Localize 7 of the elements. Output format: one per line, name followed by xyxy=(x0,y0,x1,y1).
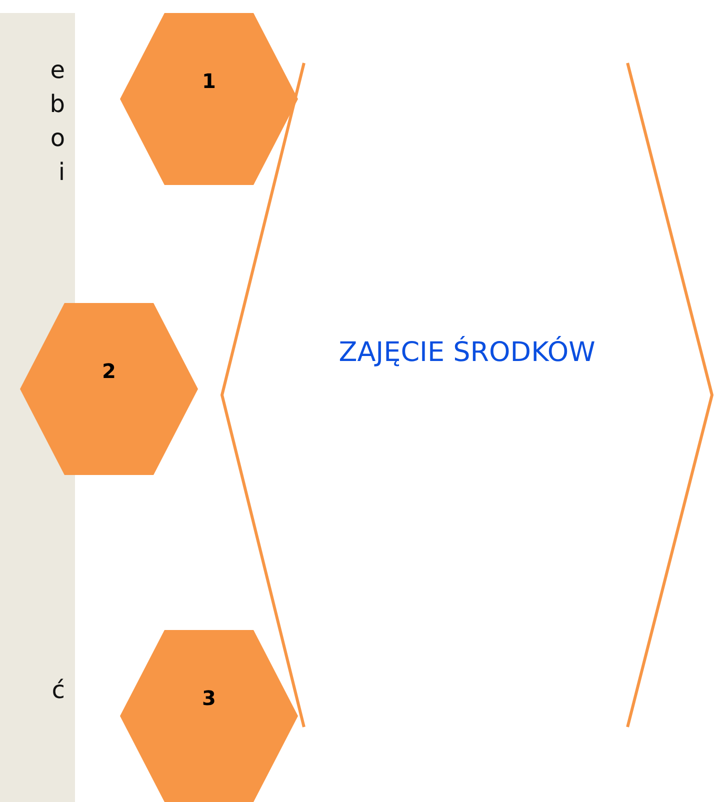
heading-text: ZAJĘCIE ŚRODKÓW xyxy=(338,337,596,368)
paragraph-text: ć xyxy=(50,675,65,706)
side-panel xyxy=(0,13,75,802)
step-number: 1 xyxy=(201,69,217,93)
step-number: 2 xyxy=(101,359,117,383)
paragraph-text: e b o i xyxy=(48,55,65,188)
step-number: 3 xyxy=(201,686,217,710)
